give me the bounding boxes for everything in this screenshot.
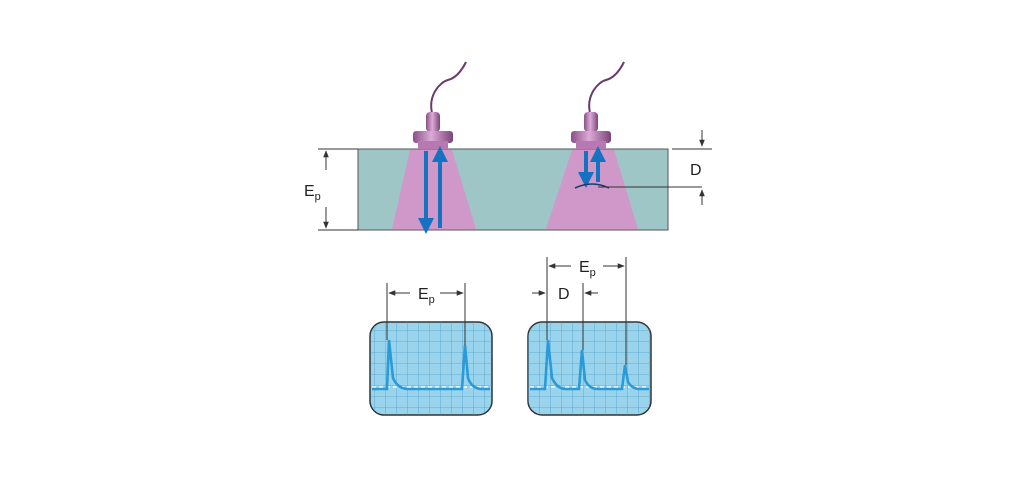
oscilloscope-screen-1 — [369, 321, 493, 416]
screen1-thickness-label: Ep — [418, 286, 435, 306]
transducer-probe-icon — [413, 61, 467, 149]
thickness-label: Ep — [304, 183, 321, 203]
oscilloscope-screen-2 — [527, 321, 652, 416]
beam-cone-left — [392, 150, 476, 229]
echo-trace — [530, 339, 649, 391]
thickness-dimension — [318, 148, 358, 231]
depth-label: D — [690, 162, 702, 179]
echo-trace — [372, 339, 490, 391]
screen2-depth-label: D — [558, 286, 570, 303]
depth-dimension — [672, 130, 712, 205]
echo-arrow-icon — [578, 146, 606, 188]
screen2-thickness-label: Ep — [579, 259, 596, 279]
transducer-probe-icon — [571, 61, 625, 149]
beam-cone-right — [546, 150, 638, 229]
echo-arrow-icon — [418, 146, 448, 234]
